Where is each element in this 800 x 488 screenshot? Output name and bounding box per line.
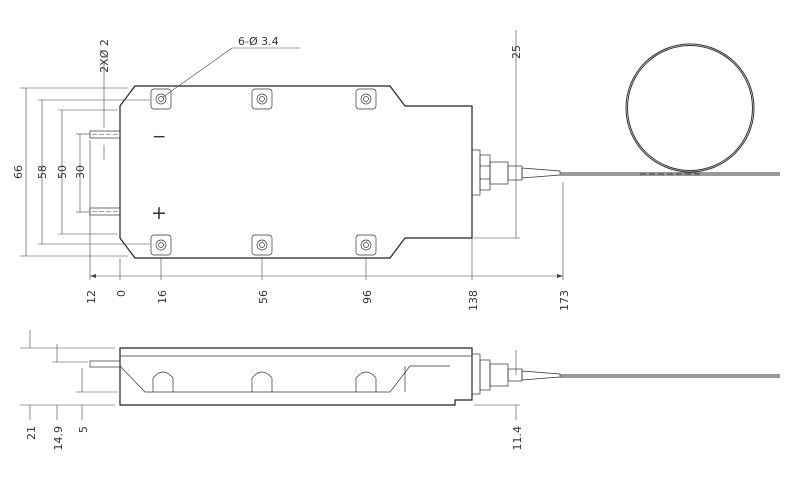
dim-y-58: 58 [36,165,49,179]
dim-y-30: 30 [74,165,87,179]
dim-x-56: 56 [257,290,270,304]
side-dimensions: 21 14.9 5 11.4 [20,330,524,451]
mount-holes-top [150,88,377,110]
side-view: 21 14.9 5 11.4 [20,330,780,451]
side-tab [152,371,174,392]
dim-side-14-9: 14.9 [52,426,65,451]
dim-x-173: 173 [558,290,571,311]
dim-x-16: 16 [156,290,169,304]
mount-hole [355,88,377,110]
mount-hole [150,234,172,256]
dim-y-66: 66 [12,165,25,179]
dim-side-11-4: 11.4 [511,426,524,451]
polarity-negative-label: − [152,127,166,147]
dim-side-21: 21 [25,426,38,440]
module-body-outline [119,85,473,259]
dim-x-96: 96 [361,290,374,304]
fiber-coil [560,43,780,176]
pin-diameter-callout-label: 2XØ 2 [98,39,111,73]
mount-holes-bottom [150,234,377,256]
pin-negative [89,130,121,139]
fiber-connector [471,149,561,196]
side-tab [251,371,273,392]
fiber-offset-dimension: 25 [474,30,523,239]
pin-positive [89,207,121,216]
mount-hole-callout-label: 6-Ø 3.4 [238,35,279,48]
side-tab [355,371,377,392]
polarity-positive-label: + [151,202,167,224]
horizontal-dimensions: 12 0 16 56 96 138 173 [85,140,571,311]
mount-hole [251,234,273,256]
mount-hole-callout: 6-Ø 3.4 [162,35,300,98]
dim-y-50: 50 [56,165,69,179]
dim-side-5: 5 [77,426,90,433]
pin-diameter-callout: 2XØ 2 [98,39,111,160]
mount-hole [150,88,172,110]
side-pin [89,360,121,368]
top-view: − + [12,30,780,311]
side-body-outline [119,347,473,406]
dim-fiber-offset: 25 [510,45,523,59]
dim-x-12: 12 [85,290,98,304]
mount-hole [251,88,273,110]
dim-x-0: 0 [115,290,128,297]
vertical-dimensions: 66 58 50 30 [12,87,150,257]
side-fiber-connector [471,353,780,395]
dim-x-138: 138 [467,290,480,311]
mount-hole [355,234,377,256]
